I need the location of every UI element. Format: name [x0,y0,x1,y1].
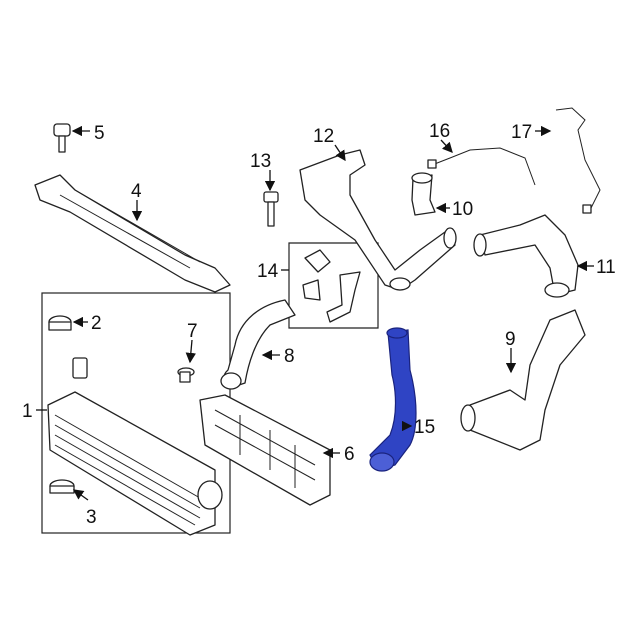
fitting-part-10[interactable] [411,172,436,216]
callout-9[interactable]: 9 [505,329,516,350]
tube-part-9[interactable] [460,309,586,451]
hose-part-15[interactable] [369,327,417,472]
callout-12[interactable]: 12 [313,126,334,147]
callout-5[interactable]: 5 [94,123,105,144]
bolt-part-13[interactable] [263,191,279,227]
intercooler-part-1[interactable] [47,391,223,536]
vacuum-line-part-16[interactable] [427,147,536,186]
callout-4[interactable]: 4 [131,181,142,202]
bolt-part-5[interactable] [53,123,71,153]
callout-14[interactable]: 14 [257,261,279,282]
tube-part-12[interactable] [299,149,457,291]
callout-17[interactable]: 17 [511,122,532,143]
hose-part-8[interactable] [220,299,296,390]
callout-8[interactable]: 8 [284,346,295,367]
callout-1[interactable]: 1 [22,401,33,422]
callout-16[interactable]: 16 [429,121,450,142]
callout-6[interactable]: 6 [344,444,355,465]
tube-part-11[interactable] [473,214,579,298]
clip[interactable] [72,357,88,379]
mount-part-2[interactable] [48,315,72,331]
leader-lines [36,125,594,501]
callout-13[interactable]: 13 [250,151,271,172]
baffle-part-4[interactable] [34,174,231,293]
callout-11[interactable]: 11 [596,257,616,278]
callout-2[interactable]: 2 [91,313,102,334]
callout-7[interactable]: 7 [187,321,198,342]
bracket-part-14[interactable] [302,249,361,323]
pushpin-part-7[interactable] [177,367,195,383]
mount-part-3[interactable] [49,479,75,494]
air-deflector-part-6[interactable] [199,394,331,506]
callout-10[interactable]: 10 [452,199,473,220]
bracket-kit-box [288,242,379,329]
callout-15[interactable]: 15 [414,417,435,438]
callout-3[interactable]: 3 [86,507,97,528]
vacuum-line-part-17[interactable] [555,107,601,214]
